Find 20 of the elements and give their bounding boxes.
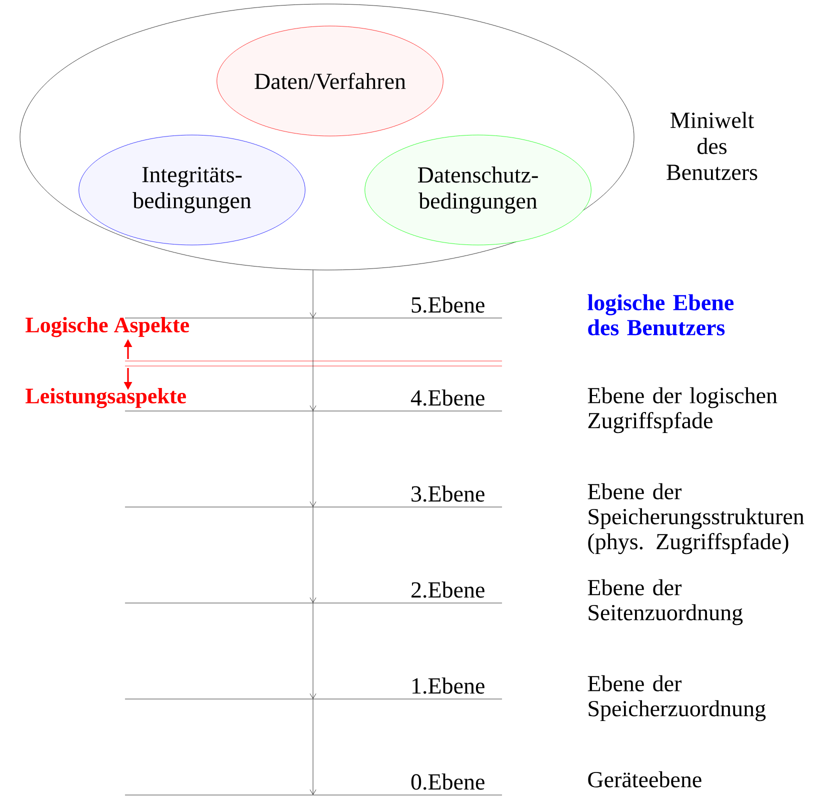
level-description: Ebene der Seitenzuordnung [588, 579, 743, 626]
level-line: 1.Ebene [124, 678, 502, 700]
arrow [310, 698, 316, 795]
arrow [310, 410, 316, 507]
arrow [310, 270, 316, 318]
arrow [310, 318, 316, 411]
aspect-label: Logische Aspekte [26, 316, 189, 338]
level-description: Ebene der Speicherzuordnung [588, 675, 766, 722]
level-line: 3.Ebene [124, 486, 502, 508]
level-description: logische Ebene des Benutzers [588, 294, 734, 336]
arrow [310, 506, 316, 603]
arrow [310, 602, 316, 699]
level-description: Geräteebene [588, 771, 702, 788]
level-line: 0.Ebene [124, 774, 502, 796]
level-description: Ebene der Speicherungsstrukturen (phys. Zugriffspfade) [588, 483, 804, 554]
node-label: Miniwelt des Benutzers [666, 112, 758, 180]
level-line: 5.Ebene [124, 296, 502, 318]
level-description: Ebene der logischen Zugriffspfade [588, 387, 778, 434]
aspect-label: Leistungsaspekte [26, 388, 186, 408]
level-line: 2.Ebene [124, 582, 502, 604]
